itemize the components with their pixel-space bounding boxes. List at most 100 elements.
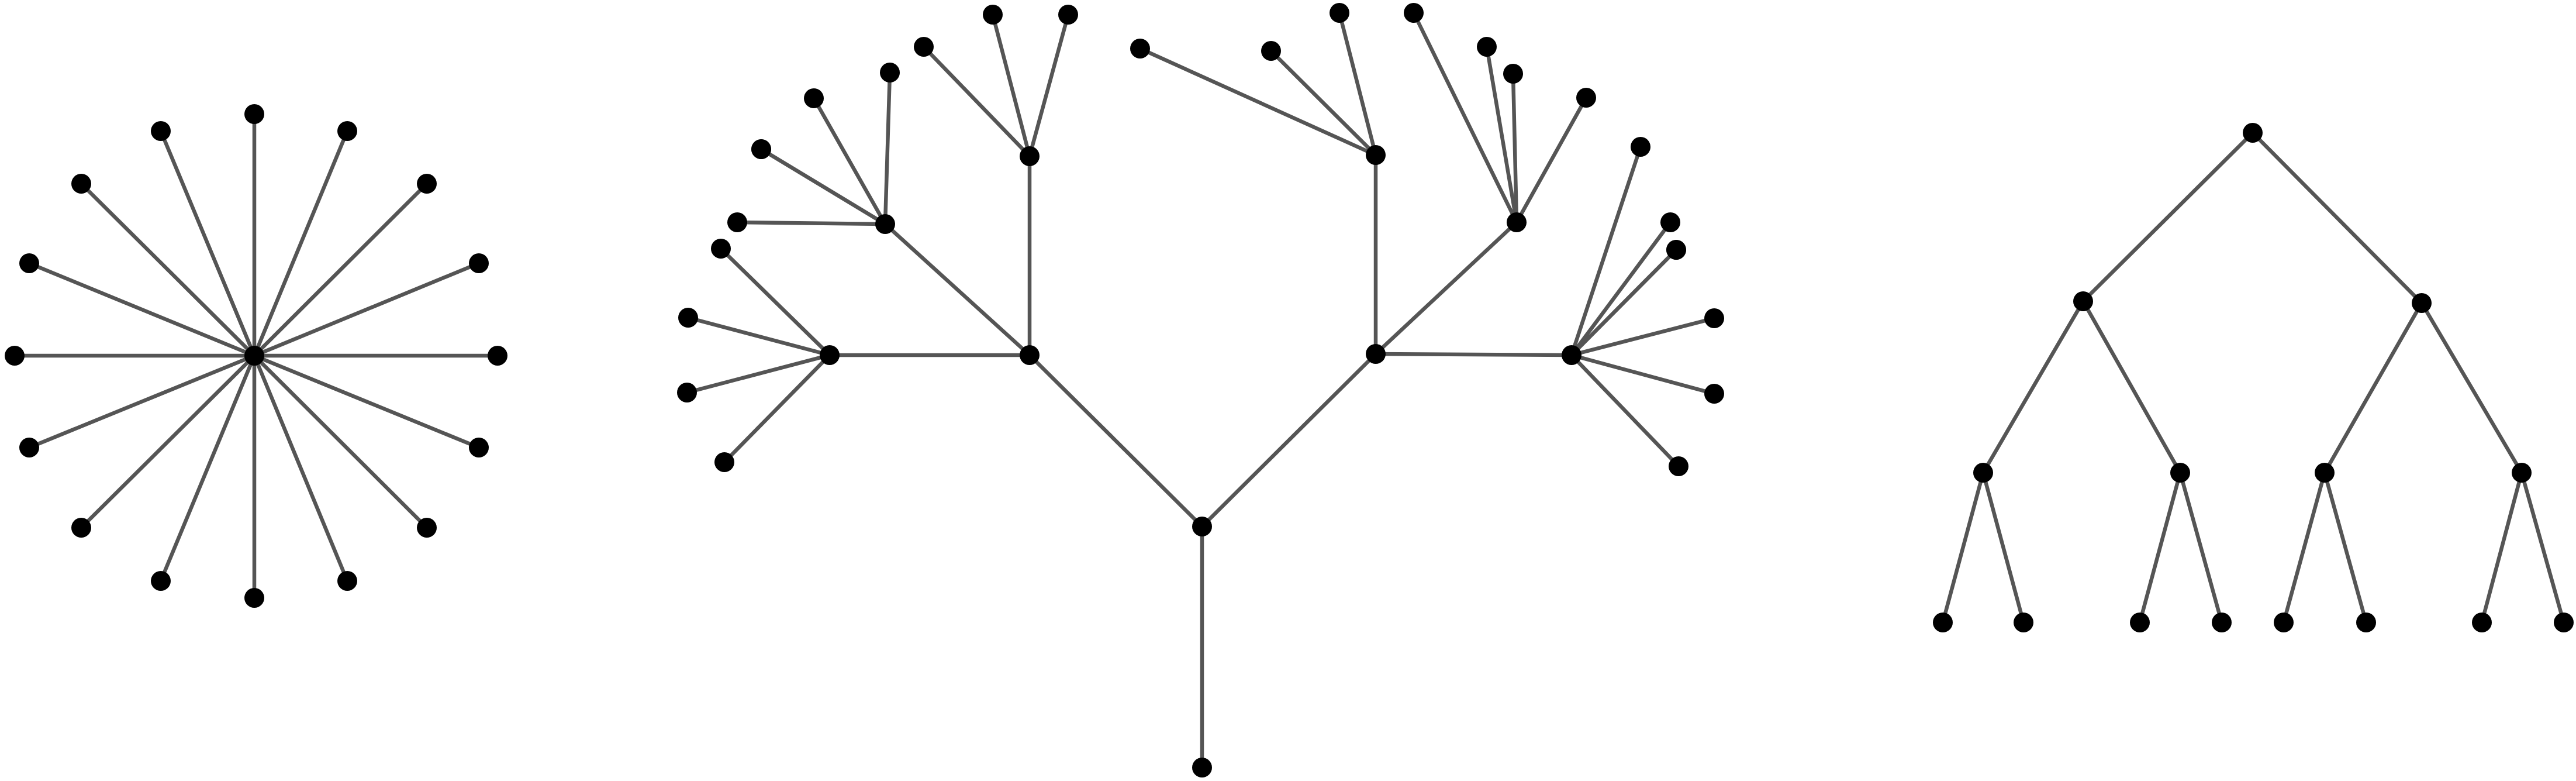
tree-graph-node-18 [914,37,934,57]
star-graph-node-16 [151,121,171,141]
tree-graph-edge-28 [1569,220,1673,357]
star-graph-edge-6 [252,353,429,530]
binary-tree-graph-node-10 [2212,613,2232,632]
binary-tree-graph-edge-2 [1981,299,2085,475]
binary-tree-graph-edge-6 [1940,470,1985,625]
tree-graph-node-0 [1192,517,1212,536]
star-graph-node-0 [244,346,264,366]
star-graph-node-9 [244,588,264,608]
star-graph-node-10 [151,571,171,591]
tree-graph-node-7 [1366,145,1386,165]
tree-graph-node-16 [804,88,824,108]
binary-tree-graph-edge-12 [2480,470,2524,625]
tree-graph-edge-13 [735,220,888,226]
tree-graph-node-10 [678,308,698,328]
binary-tree-graph-edge-1 [2250,130,2424,305]
tree-graph-node-13 [711,239,731,259]
tree-graph-node-17 [880,63,900,82]
tree-graph-edge-2 [1200,352,1378,529]
tree-graph-node-11 [677,383,697,402]
binary-tree-graph-edge-3 [2081,299,2183,475]
binary-tree-graph-edge-11 [2322,470,2368,625]
star-graph-edge-3 [252,261,481,358]
tree-graph-edge-23 [1411,11,1519,225]
binary-tree-graph-node-14 [2554,613,2574,632]
star-graph-edge-14 [79,181,257,358]
star-graph-node-12 [19,438,39,457]
star-graph-edge-5 [252,353,481,450]
tree-graph-edge-31 [1569,353,1717,396]
star-graph-node-13 [5,346,25,366]
tree-graph-node-8 [1507,212,1527,232]
tree-graph-edge-22 [1337,11,1378,157]
tree-graph-node-1 [1192,758,1212,777]
star-graph-edge-11 [27,353,257,450]
binary-tree-graph-node-9 [2130,613,2150,632]
tree-graph-node-23 [1330,3,1349,23]
tree-graph-edge-1 [1027,353,1204,529]
binary-tree-graph-node-13 [2472,613,2492,632]
tree-graph-edge-10 [685,353,832,395]
tree-graph-edge-20 [1138,46,1378,157]
binary-tree-graph-node-0 [2243,123,2263,143]
star-graph-node-5 [488,346,507,366]
binary-tree-graph-node-6 [2512,463,2532,483]
binary-tree-graph-node-3 [1973,463,1993,483]
star-graph-edge-2 [252,181,429,358]
tree-graph-node-20 [1058,5,1078,25]
star-graph-edge-10 [79,353,257,530]
star-graph-edge-1 [252,129,350,358]
tree-graph-node-33 [1669,456,1688,476]
tree-graph-node-29 [1660,212,1680,232]
tree-graph-node-2 [1020,345,1040,365]
star-graph-node-6 [469,438,489,457]
binary-tree-graph-edge-5 [2419,301,2524,475]
star-graph-node-2 [337,121,357,141]
star-graph-node-14 [19,253,39,273]
tree-graph-node-27 [1576,88,1596,108]
star-graph-node-1 [244,104,264,124]
tree-graph-node-12 [714,452,734,472]
tree-graph-node-14 [727,212,747,232]
tree-graph [677,3,1724,777]
star-graph-node-4 [469,253,489,273]
tree-graph-node-34 [751,139,771,159]
tree-graph-edge-21 [1269,49,1378,157]
tree-graph-node-32 [1704,384,1724,404]
tree-graph-node-5 [875,214,895,234]
binary-tree-graph-edge-8 [2138,470,2183,625]
tree-graph-edge-27 [1569,144,1643,357]
tree-graph-edge-19 [1027,12,1071,159]
star-graph-node-15 [71,174,91,194]
tree-graph-node-19 [983,5,1003,25]
star-graph-edge-7 [252,353,350,583]
tree-graph-node-22 [1261,41,1281,61]
tree-graph-node-9 [1562,345,1581,365]
tree-graph-edge-30 [1569,316,1717,357]
binary-tree-graph-edge-4 [2322,301,2424,475]
star-graph-node-7 [417,518,437,538]
tree-graph-edge-16 [883,70,892,226]
binary-tree-graph-node-7 [1933,613,1953,632]
binary-tree-graph-node-4 [2170,463,2190,483]
tree-graph-edge-8 [1373,352,1574,357]
tree-graph-edge-4 [883,222,1032,357]
star-graph [5,104,507,608]
tree-graph-edge-17 [921,44,1032,159]
binary-tree-graph-edge-10 [2281,470,2327,625]
tree-graph-node-26 [1503,64,1523,84]
tree-graph-node-35 [1666,240,1686,260]
star-graph-node-11 [71,518,91,538]
tree-graph-node-3 [1366,344,1386,364]
binary-tree-graph-node-1 [2073,291,2093,311]
binary-tree-graph-edge-0 [2081,130,2255,304]
binary-tree-graph [1933,123,2574,632]
binary-tree-graph-edge-9 [2178,470,2224,625]
binary-tree-graph-edge-13 [2519,470,2566,625]
tree-graph-edge-18 [990,12,1032,159]
tree-graph-node-21 [1130,39,1150,59]
tree-graph-edge-9 [686,315,832,357]
tree-graph-edge-25 [1511,71,1519,225]
tree-graph-edge-24 [1484,44,1519,225]
